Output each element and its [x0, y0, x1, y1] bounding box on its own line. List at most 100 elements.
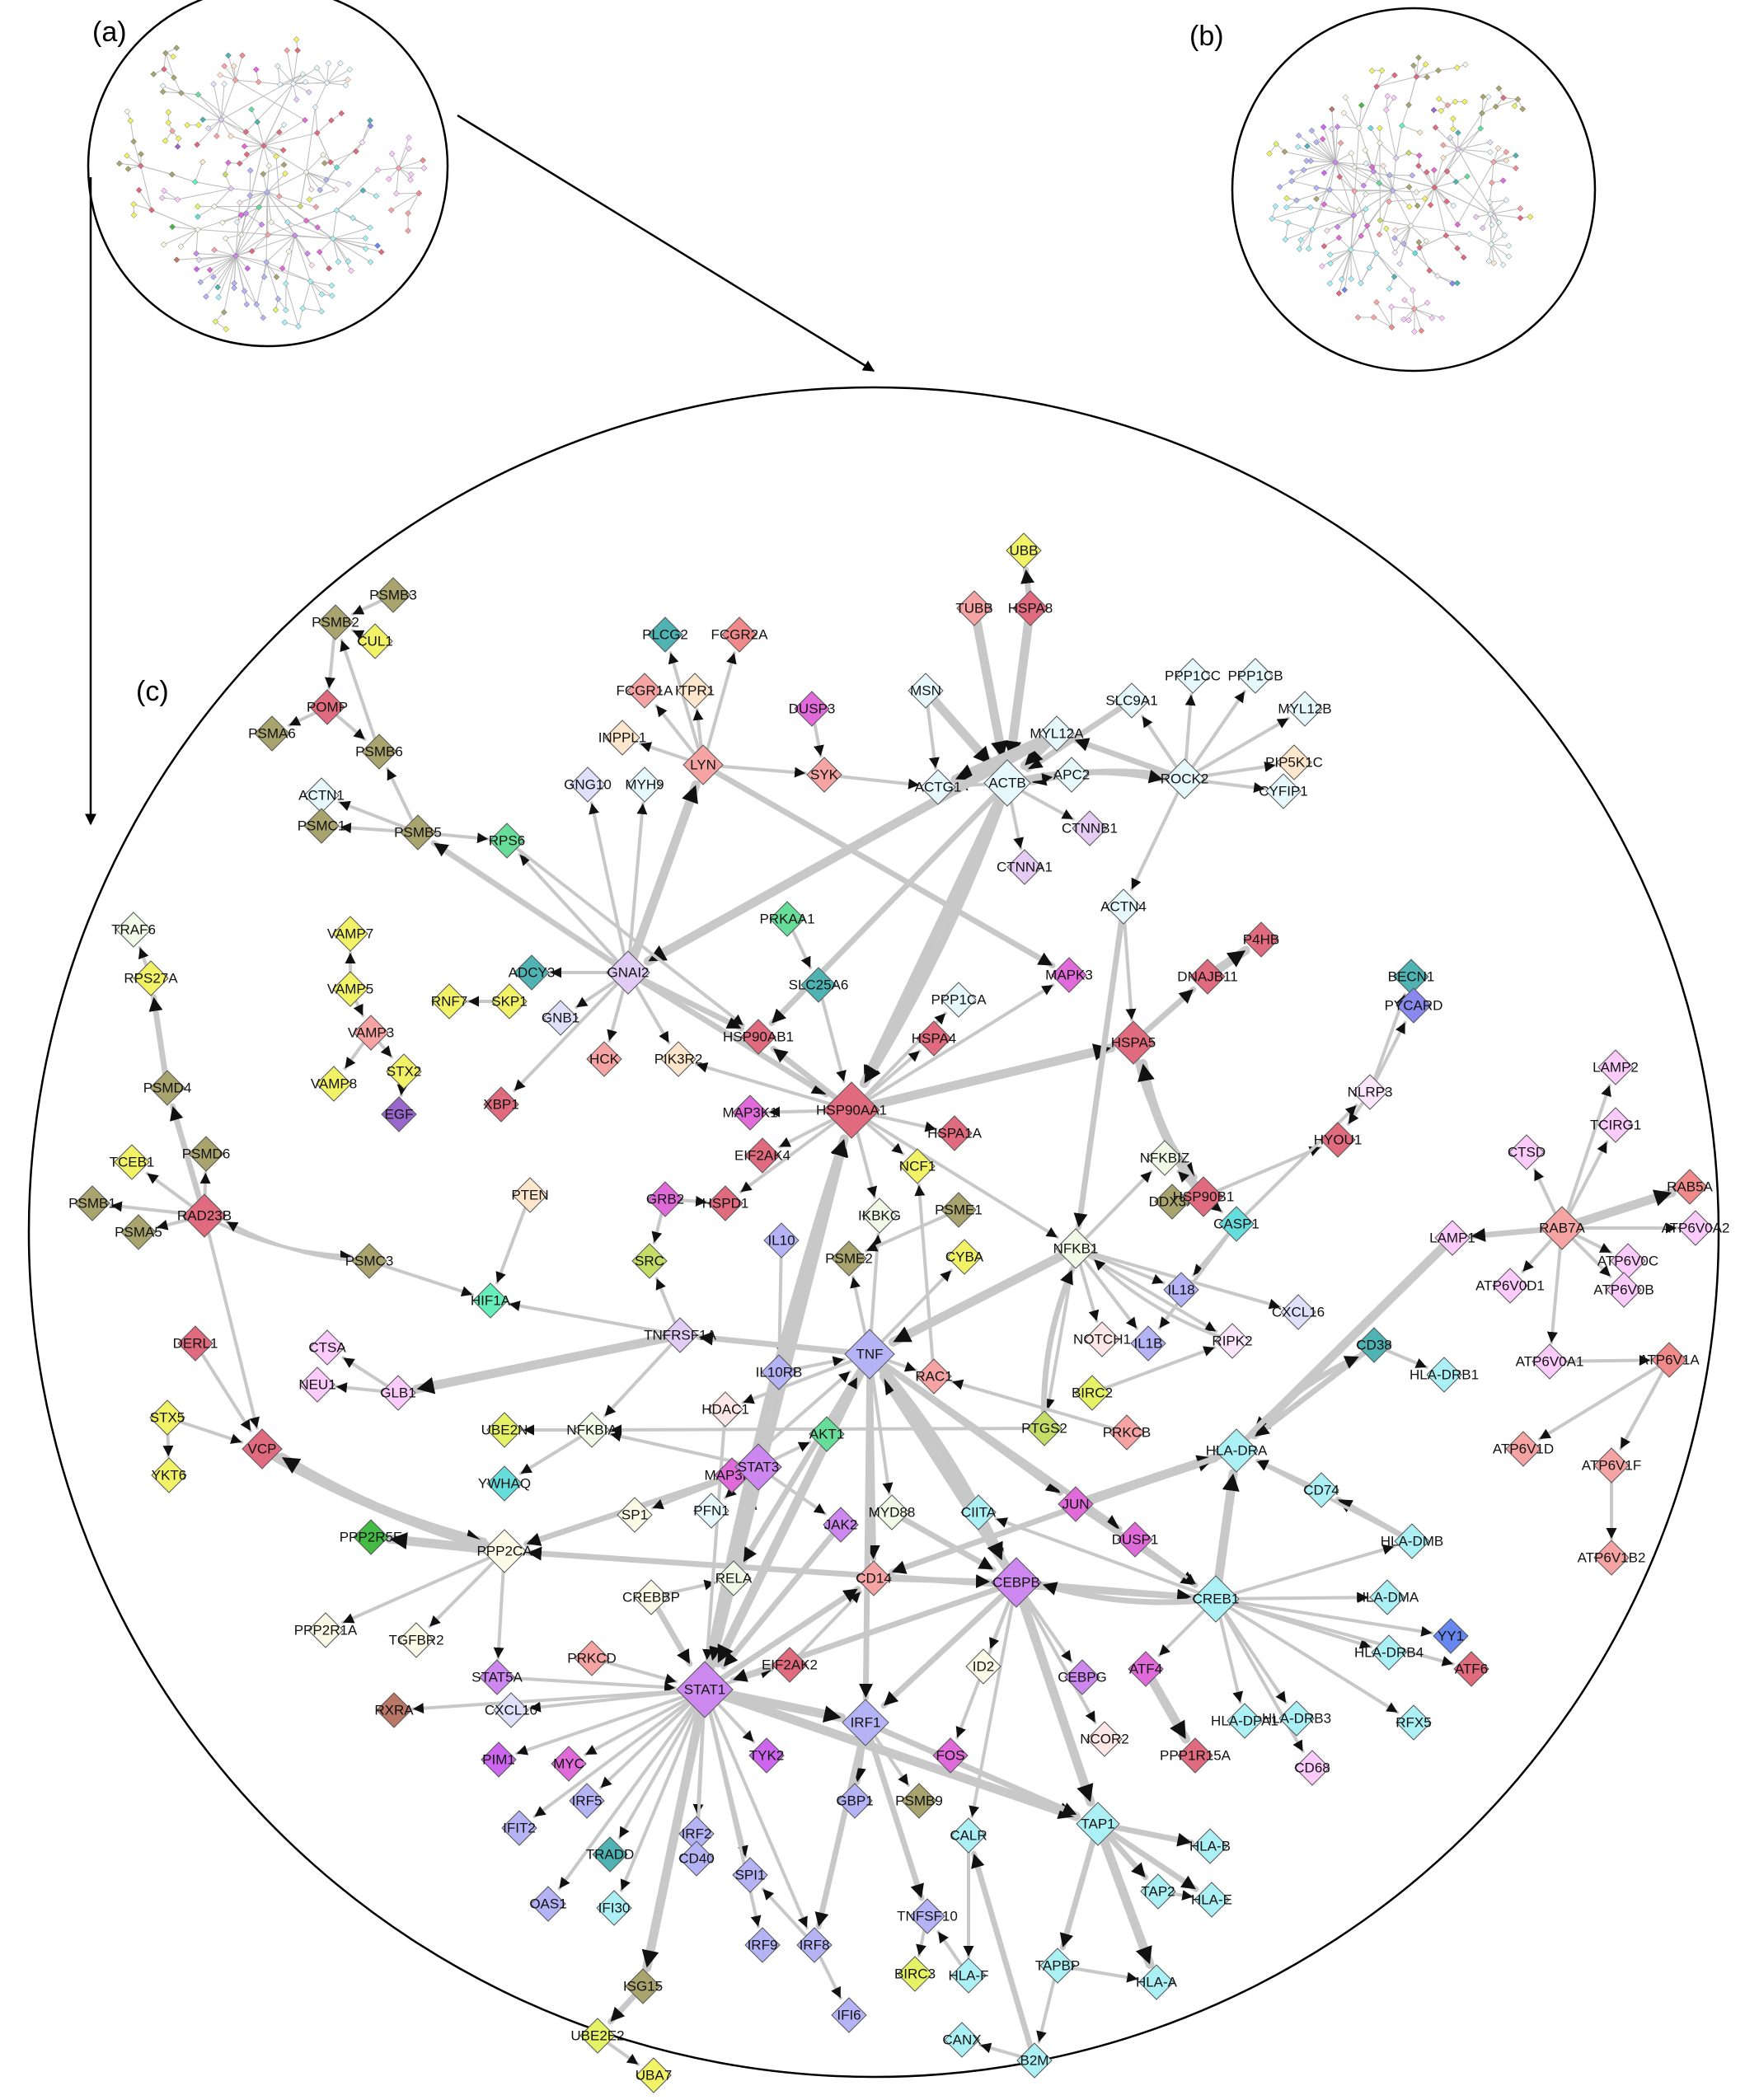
node-hla-e[interactable]: HLA-E [1191, 1882, 1232, 1918]
node-vamp8[interactable]: VAMP8 [311, 1066, 357, 1102]
node-psma5[interactable]: PSMA5 [115, 1214, 162, 1250]
node-cebpg[interactable]: CEBPG [1058, 1659, 1107, 1695]
node-pomp[interactable]: POMP [307, 689, 348, 725]
node-cd68[interactable]: CD68 [1294, 1750, 1330, 1786]
node-gnb1[interactable]: GNB1 [542, 1000, 579, 1036]
node-cd14[interactable]: CD14 [856, 1560, 892, 1596]
node-ciita[interactable]: CIITA [960, 1494, 997, 1530]
node-rxra[interactable]: RXRA [374, 1692, 414, 1728]
node-tap1[interactable]: TAP1 [1076, 1802, 1120, 1846]
node-rnf7[interactable]: RNF7 [431, 983, 467, 1020]
node-ubb[interactable]: UBB [1006, 532, 1042, 569]
node-rps27a[interactable]: RPS27A [124, 960, 178, 996]
node-spi1[interactable]: SPI1 [732, 1857, 768, 1893]
node-ube2n[interactable]: UBE2N [481, 1412, 528, 1448]
node-atp6v0a1[interactable]: ATP6V0A1 [1516, 1343, 1584, 1380]
node-ywhaq[interactable]: YWHAQ [478, 1465, 531, 1502]
node-nlrp3[interactable]: NLRP3 [1348, 1074, 1393, 1110]
node-skp1[interactable]: SKP1 [491, 983, 528, 1020]
node-psmb6[interactable]: PSMB6 [355, 734, 403, 770]
node-atf4[interactable]: ATF4 [1128, 1651, 1164, 1687]
node-hla-dpa1[interactable]: HLA-DPA1 [1211, 1703, 1278, 1739]
node-ppp1r15a[interactable]: PPP1R15A [1160, 1737, 1231, 1774]
node-ripk2[interactable]: RIPK2 [1212, 1323, 1253, 1359]
node-lamp1[interactable]: LAMP1 [1429, 1220, 1475, 1256]
node-cyfip1[interactable]: CYFIP1 [1259, 773, 1308, 809]
node-psmc1[interactable]: PSMC1 [298, 808, 346, 844]
node-myd88[interactable]: MYD88 [869, 1494, 916, 1530]
node-cul1[interactable]: CUL1 [357, 623, 393, 659]
node-hspd1[interactable]: HSPD1 [702, 1185, 749, 1221]
node-gng10[interactable]: GNG10 [564, 766, 612, 803]
node-psmc3[interactable]: PSMC3 [345, 1243, 394, 1279]
node-canx[interactable]: CANX [942, 2022, 982, 2058]
node-psmd6[interactable]: PSMD6 [182, 1136, 231, 1172]
node-tubb[interactable]: TUBB [955, 590, 993, 626]
node-psmb3[interactable]: PSMB3 [369, 577, 417, 613]
node-neu1[interactable]: NEU1 [298, 1366, 336, 1403]
node-ppp1cc[interactable]: PPP1CC [1165, 658, 1221, 694]
node-ptgs2[interactable]: PTGS2 [1021, 1410, 1067, 1446]
node-psmb9[interactable]: PSMB9 [895, 1783, 943, 1819]
node-atp6v1d[interactable]: ATP6V1D [1493, 1431, 1554, 1467]
node-psme1[interactable]: PSME1 [935, 1192, 983, 1228]
node-xbp1[interactable]: XBP1 [483, 1086, 519, 1123]
node-il1b[interactable]: IL1B [1130, 1325, 1166, 1362]
node-hsp90ab1[interactable]: HSP90AB1 [723, 1019, 794, 1055]
node-hyou1[interactable]: HYOU1 [1314, 1122, 1363, 1158]
node-atp6v0b[interactable]: ATP6V0B [1593, 1272, 1654, 1308]
node-ppp2ca[interactable]: PPP2CA [476, 1529, 532, 1573]
node-pim1[interactable]: PIM1 [481, 1741, 517, 1778]
node-yy1[interactable]: YY1 [1433, 1618, 1469, 1654]
node-prkcd[interactable]: PRKCD [567, 1640, 617, 1676]
node-akt1[interactable]: AKT1 [809, 1416, 845, 1452]
node-myl12b[interactable]: MYL12B [1278, 691, 1332, 727]
node-prkcb[interactable]: PRKCB [1103, 1414, 1152, 1451]
node-fcgr1a[interactable]: FCGR1A [617, 673, 674, 709]
node-irf8[interactable]: IRF8 [796, 1927, 833, 1963]
node-hdac1[interactable]: HDAC1 [701, 1391, 749, 1427]
node-fcgr2a[interactable]: FCGR2A [711, 616, 769, 653]
node-vamp3[interactable]: VAMP3 [348, 1015, 394, 1051]
node-oas1[interactable]: OAS1 [529, 1886, 567, 1922]
node-tap2[interactable]: TAP2 [1140, 1873, 1176, 1910]
node-ctsa[interactable]: CTSA [308, 1329, 346, 1366]
node-syk[interactable]: SYK [806, 757, 842, 793]
node-rab5a[interactable]: RAB5A [1667, 1169, 1714, 1205]
node-eif2ak2[interactable]: EIF2AK2 [762, 1647, 818, 1683]
node-ifi6[interactable]: IFI6 [831, 1997, 867, 2033]
node-cxcl16[interactable]: CXCL16 [1272, 1294, 1325, 1330]
node-psma6[interactable]: PSMA6 [248, 715, 296, 752]
node-uba7[interactable]: UBA7 [636, 2057, 672, 2093]
node-adcy3[interactable]: ADCY3 [509, 954, 556, 991]
node-stx5[interactable]: STX5 [149, 1399, 185, 1436]
node-vamp7[interactable]: VAMP7 [327, 916, 373, 952]
node-hla-drb1[interactable]: HLA-DRB1 [1410, 1357, 1479, 1393]
node-vamp5[interactable]: VAMP5 [327, 971, 373, 1007]
node-jak2[interactable]: JAK2 [823, 1507, 859, 1543]
node-cxcl10[interactable]: CXCL10 [485, 1692, 537, 1728]
node-notch1[interactable]: NOTCH1 [1073, 1321, 1131, 1357]
node-pten[interactable]: PTEN [511, 1177, 549, 1213]
node-becn1[interactable]: BECN1 [1388, 959, 1435, 995]
node-rab7a[interactable]: RAB7A [1539, 1206, 1586, 1250]
node-psme2[interactable]: PSME2 [825, 1240, 873, 1277]
node-tceb1[interactable]: TCEB1 [110, 1144, 155, 1180]
node-ddx3x[interactable]: DDX3X [1149, 1184, 1196, 1220]
node-hla-f[interactable]: HLA-F [948, 1957, 989, 1994]
node-stat1[interactable]: STAT1 [676, 1661, 734, 1718]
node-il18[interactable]: IL18 [1163, 1272, 1199, 1308]
node-rela[interactable]: RELA [715, 1560, 753, 1596]
node-ctnnb1[interactable]: CTNNB1 [1062, 810, 1118, 846]
node-ppp1ca[interactable]: PPP1CA [931, 982, 987, 1018]
node-gbp1[interactable]: GBP1 [836, 1783, 874, 1819]
node-hsp90b1[interactable]: HSP90B1 [1173, 1176, 1235, 1217]
node-atp6v1f[interactable]: ATP6V1F [1582, 1447, 1641, 1484]
node-actg1[interactable]: ACTG1 [915, 769, 962, 805]
node-eif2ak4[interactable]: EIF2AK4 [734, 1137, 790, 1174]
node-pik3r2[interactable]: PIK3R2 [654, 1041, 703, 1077]
node-ctnna1[interactable]: CTNNA1 [997, 849, 1053, 885]
node-ifit2[interactable]: IFIT2 [501, 1810, 537, 1846]
node-nfkbia[interactable]: NFKBIA [566, 1412, 617, 1448]
node-hspa1a[interactable]: HSPA1A [927, 1115, 983, 1151]
